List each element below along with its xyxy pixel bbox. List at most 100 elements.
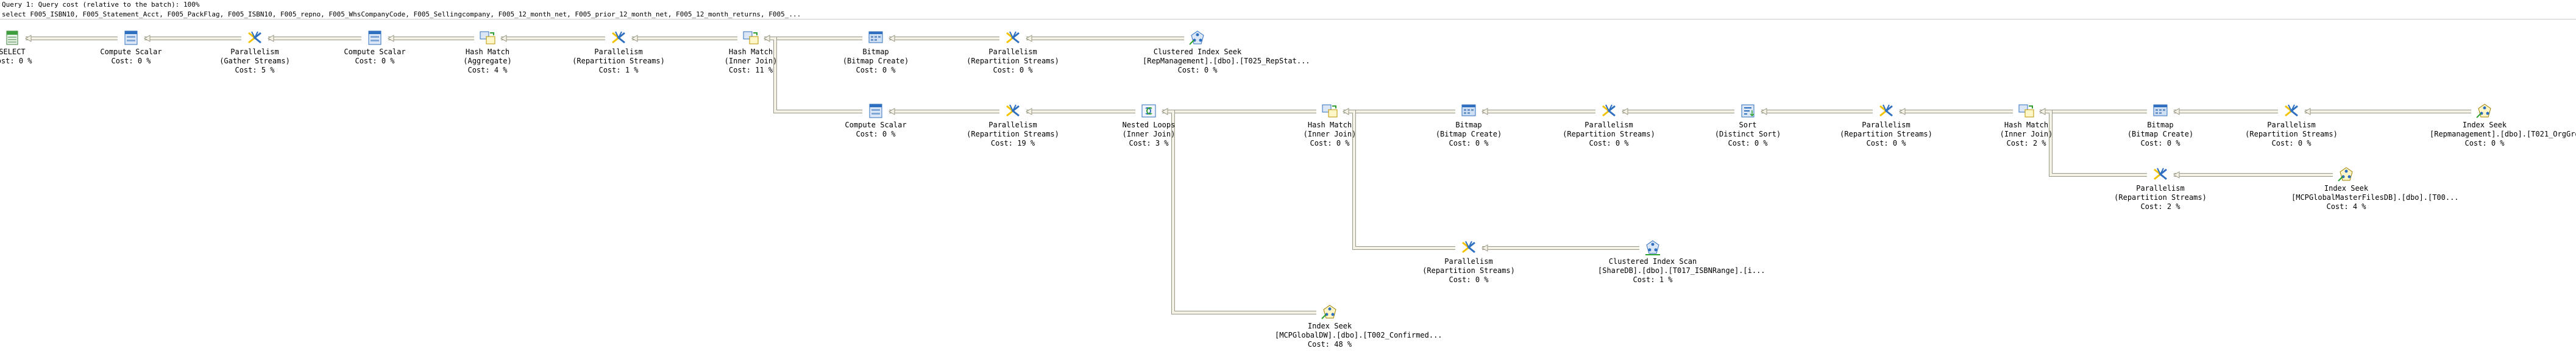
node-subtitle: (Bitmap Create) — [1435, 130, 1502, 138]
plan-node-clustered-index-seek[interactable]: Clustered Index Seek[RepManagement].[dbo… — [1143, 29, 1310, 75]
plan-node-parallelism-repartition-5[interactable]: Parallelism(Repartition Streams)Cost: 0 … — [1831, 102, 1941, 148]
plan-node-parallelism-repartition-3[interactable]: Parallelism(Repartition Streams)Cost: 19… — [958, 102, 1068, 148]
parallelism-icon — [1003, 29, 1023, 46]
node-title: Index Seek — [2324, 184, 2369, 193]
connector-arrowhead — [888, 35, 895, 42]
parallelism-icon — [1876, 102, 1896, 119]
node-cost: Cost: 0 % — [1177, 66, 1218, 74]
plan-node-select[interactable]: SELECTCost: 0 % — [0, 29, 67, 66]
connector-arrowhead — [1481, 244, 1488, 252]
parallelism-icon — [2151, 166, 2170, 183]
clustered-index-seek-icon — [1188, 29, 1207, 46]
node-cost: Cost: 0 % — [993, 66, 1033, 74]
node-title: Hash Match — [465, 48, 510, 56]
node-subtitle: (Repartition Streams) — [1563, 130, 1655, 138]
hash-match-icon — [1320, 102, 1339, 119]
sql-statement-line[interactable]: select F005_ISBN10, F005_Statement_Acct,… — [0, 10, 2576, 20]
connector-arrowhead — [387, 35, 394, 42]
plan-node-parallelism-repartition-2[interactable]: Parallelism(Repartition Streams)Cost: 0 … — [958, 29, 1068, 75]
node-subtitle: (Inner Join) — [724, 57, 778, 65]
bitmap-icon — [2151, 102, 2170, 119]
node-subtitle: (Bitmap Create) — [2127, 130, 2194, 138]
node-cost: Cost: 19 % — [990, 139, 1035, 147]
parallelism-icon — [245, 29, 264, 46]
node-title: Compute Scalar — [845, 121, 907, 129]
index-seek-icon — [2336, 166, 2356, 183]
plan-node-parallelism-repartition-7[interactable]: Parallelism(Repartition Streams)Cost: 2 … — [2106, 166, 2215, 211]
plan-node-parallelism-repartition-1[interactable]: Parallelism(Repartition Streams)Cost: 1 … — [564, 29, 673, 75]
plan-node-sort-distinct[interactable]: Sort(Distinct Sort)Cost: 0 % — [1693, 102, 1803, 148]
connector-arrowhead — [631, 35, 638, 42]
sort-icon — [1738, 102, 1758, 119]
connector-arrowhead — [1025, 108, 1032, 115]
plan-node-clustered-index-scan[interactable]: Clustered Index Scan[ShareDB].[dbo].[T01… — [1598, 239, 1765, 285]
node-subtitle: (Inner Join) — [1303, 130, 1357, 138]
plan-node-hash-match-inner-2[interactable]: Hash Match(Inner Join)Cost: 0 % — [1275, 102, 1385, 148]
node-title: Hash Match — [1307, 121, 1352, 129]
bitmap-icon — [1459, 102, 1478, 119]
node-cost: Cost: 0 % — [856, 130, 896, 138]
plan-node-nested-loops[interactable]: Nested Loops(Inner Join)Cost: 3 % — [1094, 102, 1204, 148]
connector-arrowhead — [267, 35, 274, 42]
plan-node-bitmap-1[interactable]: Bitmap(Bitmap Create)Cost: 0 % — [821, 29, 931, 75]
node-cost: Cost: 0 % — [355, 57, 395, 65]
node-title: Index Seek — [2462, 121, 2507, 129]
bitmap-icon — [866, 29, 885, 46]
node-subtitle: [MCPGlobalDW].[dbo].[T002_Confirmed... — [1275, 331, 1442, 339]
node-subtitle: (Repartition Streams) — [1840, 130, 1932, 138]
plan-node-parallelism-gather[interactable]: Parallelism(Gather Streams)Cost: 5 % — [200, 29, 310, 75]
node-cost: Cost: 1 % — [1633, 275, 1673, 284]
node-subtitle: [Repmanagement].[dbo].[T021_OrgGrou... — [2430, 130, 2576, 138]
plan-node-parallelism-repartition-6[interactable]: Parallelism(Repartition Streams)Cost: 0 … — [2237, 102, 2346, 148]
connector-arrowhead — [2304, 108, 2311, 115]
hash-match-icon — [478, 29, 497, 46]
index-seek-icon — [2475, 102, 2494, 119]
node-subtitle: (Gather Streams) — [219, 57, 290, 65]
plan-node-parallelism-repartition-4[interactable]: Parallelism(Repartition Streams)Cost: 0 … — [1554, 102, 1664, 148]
plan-node-hash-match-inner-1[interactable]: Hash Match(Inner Join)Cost: 11 % — [696, 29, 806, 75]
node-subtitle: (Repartition Streams) — [967, 130, 1059, 138]
connector-arrowhead — [1898, 108, 1906, 115]
plan-node-bitmap-2[interactable]: Bitmap(Bitmap Create)Cost: 0 % — [1414, 102, 1524, 148]
connector-arrowhead — [2173, 108, 2180, 115]
plan-node-parallelism-repartition-8[interactable]: Parallelism(Repartition Streams)Cost: 0 … — [1414, 239, 1524, 285]
node-cost: Cost: 0 % — [1866, 139, 1906, 147]
node-cost: Cost: 2 % — [2006, 139, 2046, 147]
plan-node-index-seek-3[interactable]: Index Seek[MCPGlobalDW].[dbo].[T002_Conf… — [1275, 303, 1442, 349]
node-title: Parallelism — [230, 48, 279, 56]
query-cost-line: Query 1: Query cost (relative to the bat… — [0, 0, 2576, 10]
plan-node-hash-match-aggregate[interactable]: Hash Match(Aggregate)Cost: 4 % — [433, 29, 542, 75]
node-cost: Cost: 0 % — [2464, 139, 2505, 147]
node-cost: Cost: 0 % — [2271, 139, 2312, 147]
node-subtitle: [MCPGlobalMasterFilesDB].[dbo].[T00... — [2291, 193, 2459, 202]
plan-node-hash-match-inner-3[interactable]: Hash Match(Inner Join)Cost: 2 % — [1971, 102, 2081, 148]
node-subtitle: (Repartition Streams) — [967, 57, 1059, 65]
parallelism-icon — [1003, 102, 1023, 119]
compute-scalar-icon — [866, 102, 885, 119]
node-subtitle: (Repartition Streams) — [2114, 193, 2207, 202]
node-cost: Cost: 4 % — [2326, 202, 2366, 211]
node-cost: Cost: 0 % — [1449, 139, 1489, 147]
connector-arrowhead — [2173, 171, 2180, 179]
connector-arrowhead — [763, 35, 770, 42]
plan-node-index-seek-2[interactable]: Index Seek[MCPGlobalMasterFilesDB].[dbo]… — [2291, 166, 2459, 211]
node-title: Parallelism — [988, 48, 1037, 56]
node-title: Sort — [1739, 121, 1757, 129]
connector-arrowhead — [143, 35, 151, 42]
connector-arrowhead — [500, 35, 507, 42]
node-title: SELECT — [0, 48, 26, 56]
node-cost: Cost: 4 % — [467, 66, 508, 74]
clustered-index-scan-icon — [1643, 239, 1662, 256]
node-subtitle: (Repartition Streams) — [572, 57, 665, 65]
connector-arrowhead — [24, 35, 32, 42]
node-title: Compute Scalar — [344, 48, 406, 56]
node-title: Compute Scalar — [100, 48, 162, 56]
plan-node-index-seek-1[interactable]: Index Seek[Repmanagement].[dbo].[T021_Or… — [2430, 102, 2576, 148]
node-cost: Cost: 5 % — [235, 66, 275, 74]
plan-node-bitmap-3[interactable]: Bitmap(Bitmap Create)Cost: 0 % — [2106, 102, 2215, 148]
node-title: Clustered Index Seek — [1153, 48, 1242, 56]
